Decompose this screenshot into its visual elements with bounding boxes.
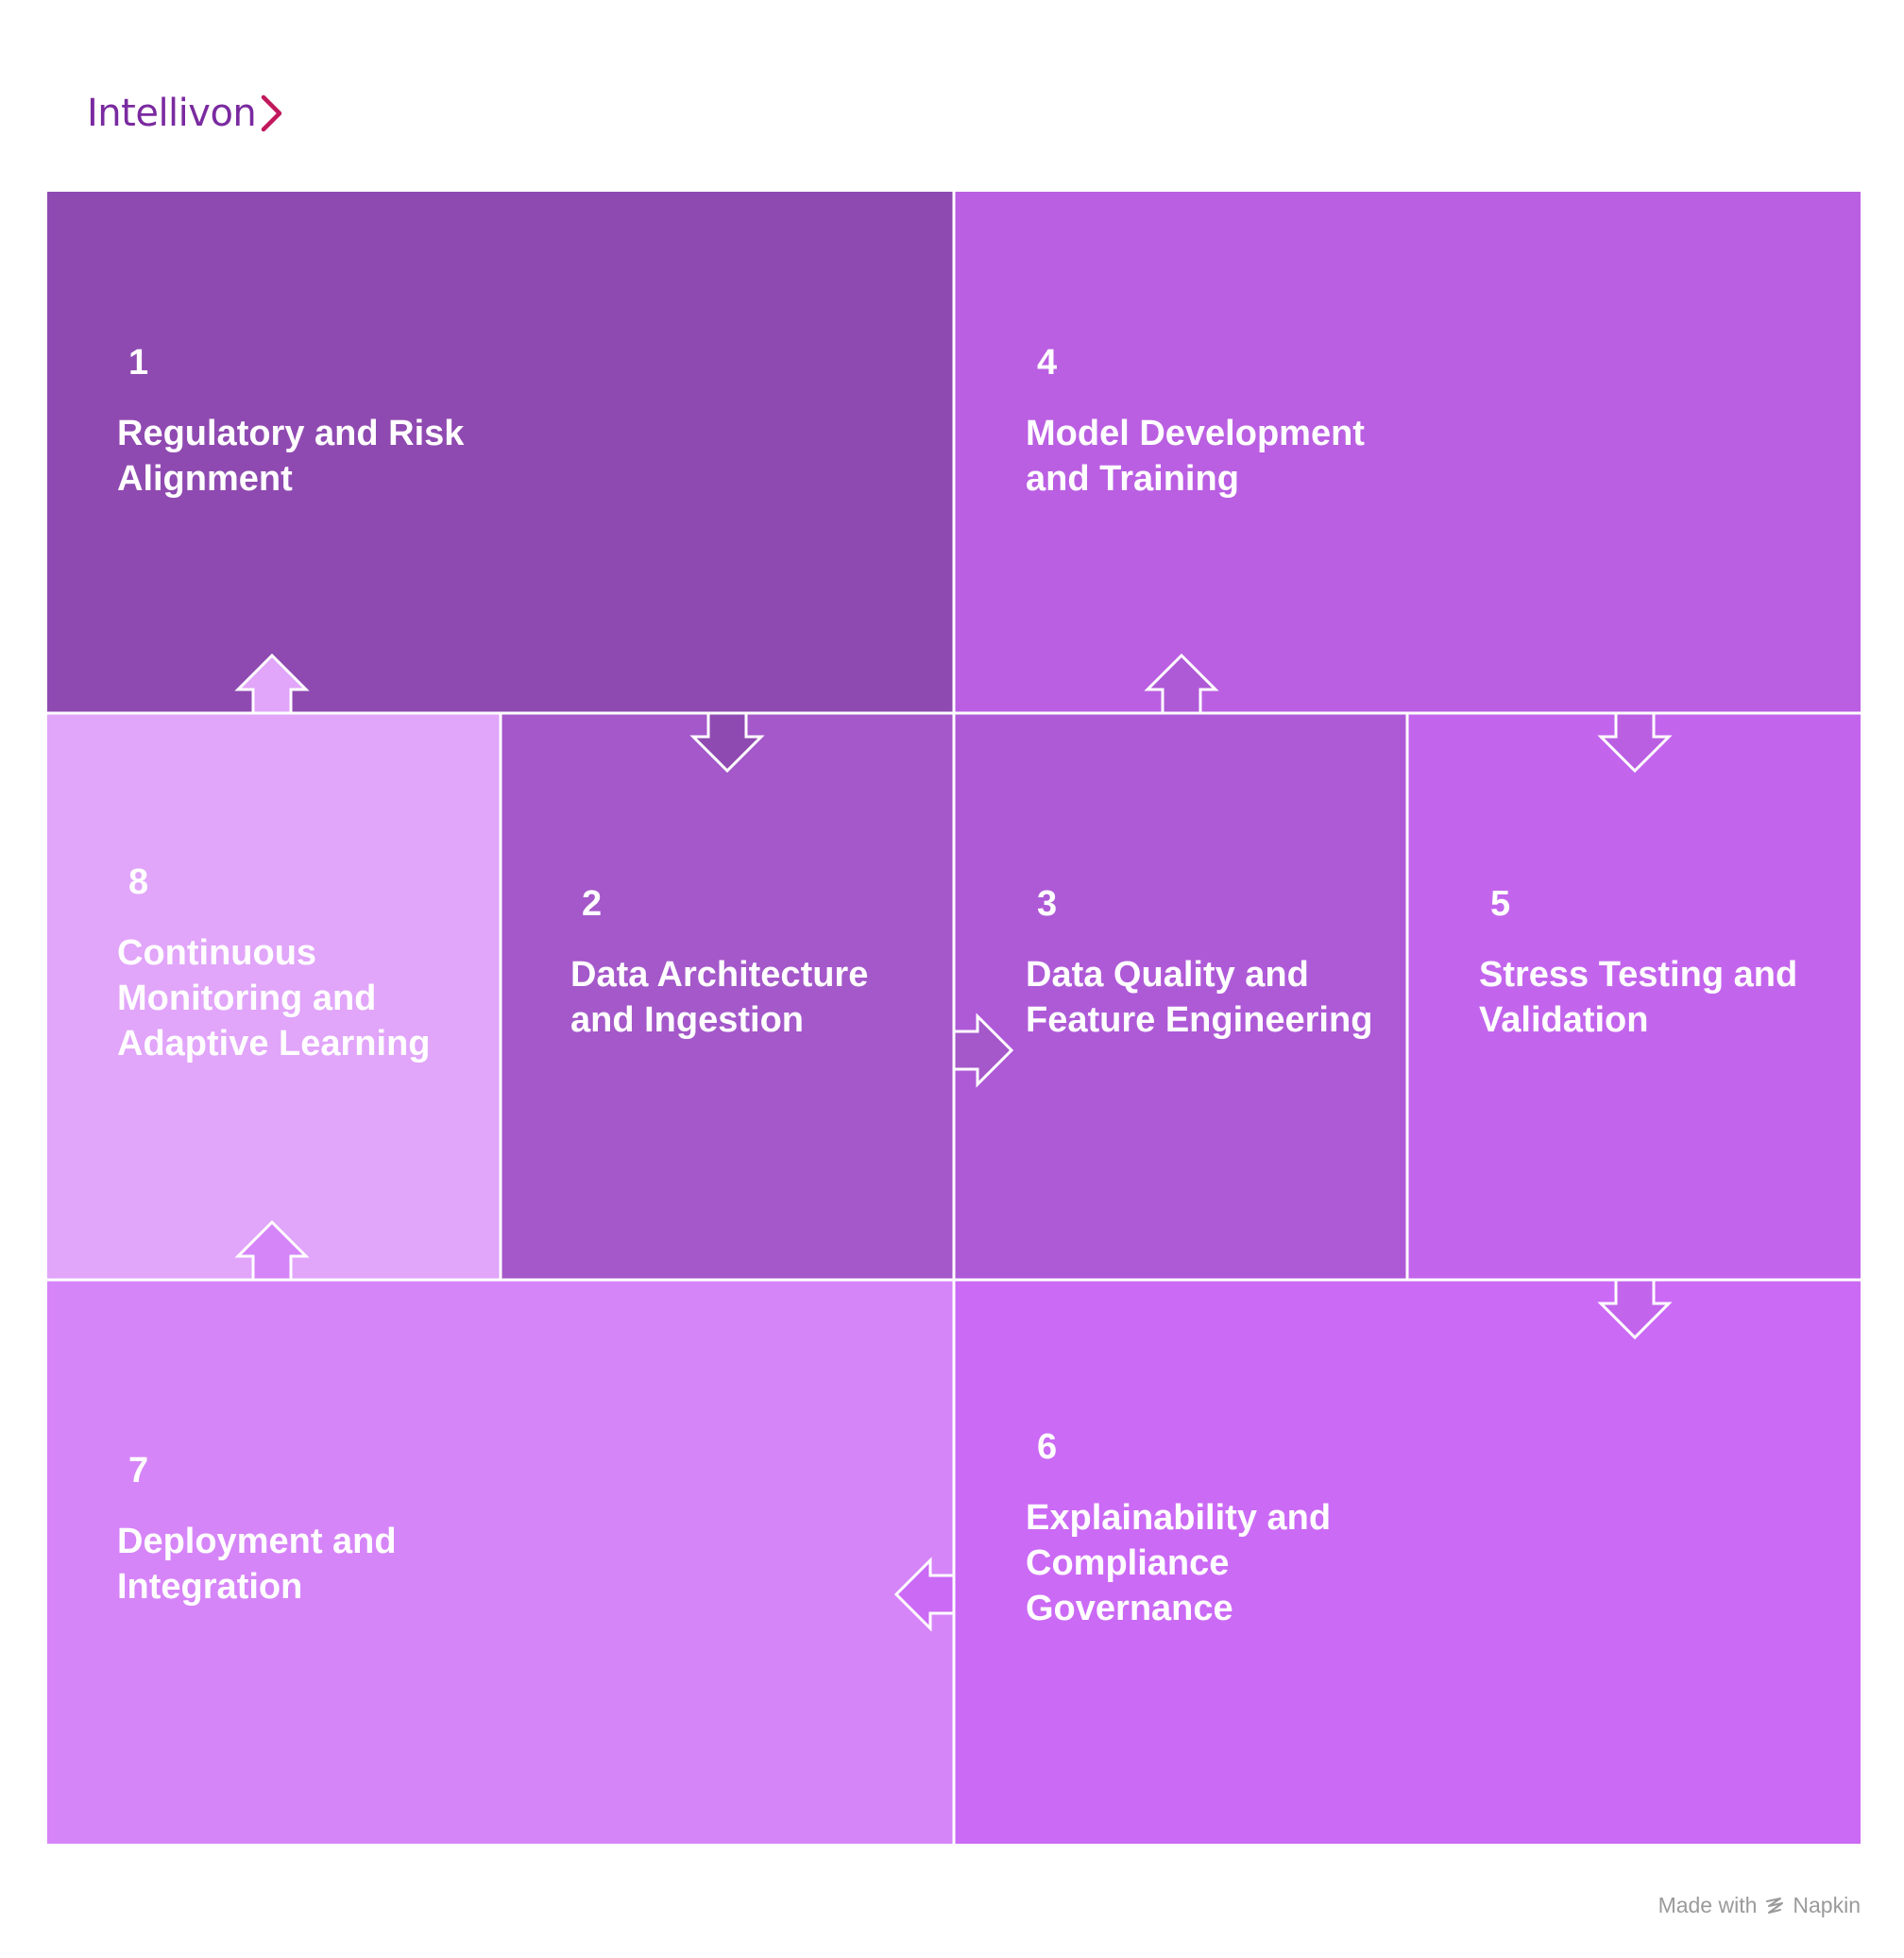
arrow-icon bbox=[234, 1219, 310, 1282]
step-4-panel: 4 Model Development and Training bbox=[954, 192, 1861, 713]
step-3-panel: 3 Data Quality and Feature Engineering bbox=[954, 713, 1407, 1280]
brand-name: Intellivon bbox=[87, 92, 257, 135]
step-2-panel: 2 Data Architecture and Ingestion bbox=[501, 713, 954, 1280]
step-2-number: 2 bbox=[582, 884, 603, 924]
step-6-title: Explainability and Compliance Governance bbox=[1026, 1498, 1332, 1628]
arrow-icon bbox=[952, 1013, 1014, 1088]
step-1-number: 1 bbox=[128, 343, 149, 383]
step-6-number: 6 bbox=[1037, 1427, 1058, 1467]
made-with-label: Made with bbox=[1658, 1893, 1758, 1917]
chevron-right-icon bbox=[262, 94, 282, 132]
step-7-panel: 7 Deployment and Integration bbox=[47, 1280, 954, 1844]
napkin-brand: Napkin bbox=[1793, 1893, 1861, 1917]
napkin-logo-icon bbox=[1766, 1897, 1784, 1914]
step-3-title: Data Quality and Feature Engineering bbox=[1026, 955, 1373, 1040]
made-with-napkin: Made with Napkin bbox=[1658, 1893, 1861, 1918]
arrow-icon bbox=[1144, 653, 1219, 715]
step-2-title: Data Architecture and Ingestion bbox=[570, 955, 869, 1040]
step-4-number: 4 bbox=[1037, 343, 1058, 383]
arrow-icon bbox=[1597, 1278, 1673, 1340]
step-5-panel: 5 Stress Testing and Validation bbox=[1407, 713, 1861, 1280]
step-5-number: 5 bbox=[1490, 884, 1511, 924]
step-1-panel: 1 Regulatory and Risk Alignment bbox=[47, 192, 954, 713]
step-8-panel: 8 Continuous Monitoring and Adaptive Lea… bbox=[47, 713, 501, 1280]
step-4-title: Model Development and Training bbox=[1026, 414, 1365, 499]
step-7-number: 7 bbox=[128, 1451, 149, 1490]
step-5-title: Stress Testing and Validation bbox=[1479, 955, 1798, 1040]
arrow-icon bbox=[1597, 711, 1673, 774]
arrow-icon bbox=[234, 653, 310, 715]
step-3-number: 3 bbox=[1037, 884, 1058, 924]
step-8-title: Continuous Monitoring and Adaptive Learn… bbox=[117, 933, 431, 1064]
step-1-title: Regulatory and Risk Alignment bbox=[117, 414, 465, 499]
step-8-number: 8 bbox=[128, 862, 149, 902]
brand-logo: Intellivon bbox=[87, 87, 284, 140]
arrow-icon bbox=[893, 1557, 956, 1632]
arrow-icon bbox=[689, 711, 765, 774]
step-7-title: Deployment and Integration bbox=[117, 1522, 397, 1607]
step-6-panel: 6 Explainability and Compliance Governan… bbox=[954, 1280, 1861, 1844]
